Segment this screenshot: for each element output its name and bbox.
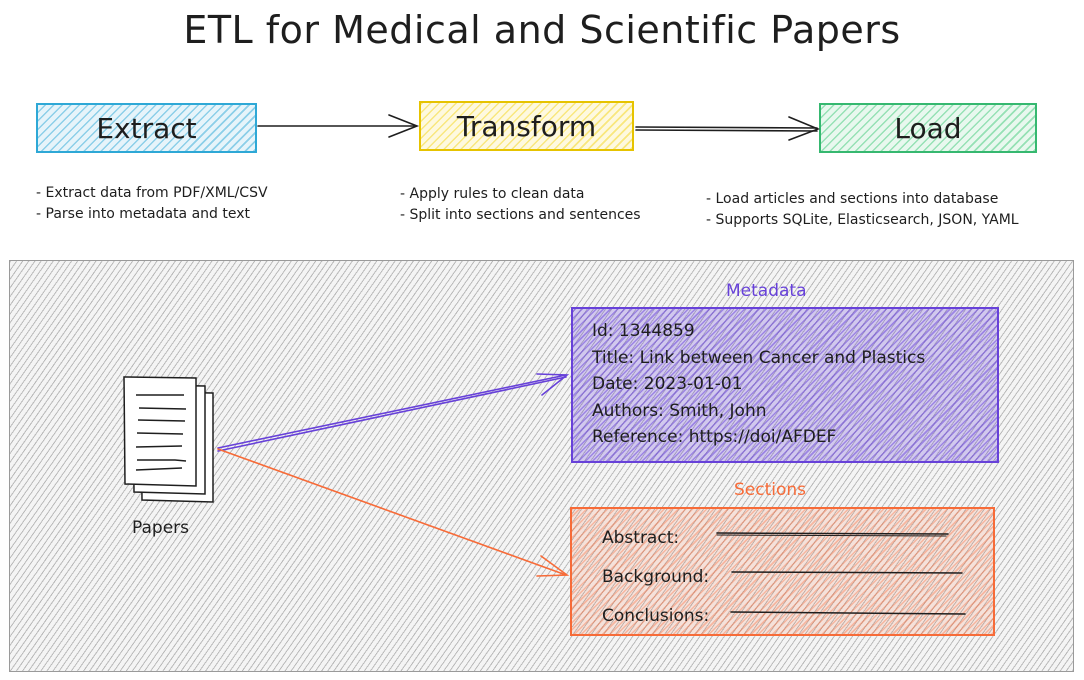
metadata-box: Id: 1344859 Title: Link between Cancer a… (571, 307, 999, 463)
metadata-authors: Authors: Smith, John (592, 400, 767, 421)
transform-bullets: - Apply rules to clean data - Split into… (400, 184, 641, 226)
metadata-id: Id: 1344859 (592, 321, 695, 341)
section-background: Background: (602, 567, 710, 587)
load-bullets: - Load articles and sections into databa… (706, 189, 1019, 231)
background-value-line (731, 571, 963, 574)
arrow-papers-to-sections (217, 448, 570, 577)
conclusions-value-line (730, 611, 966, 615)
extract-stage-box: Extract (36, 103, 257, 153)
extract-stage-label: Extract (96, 111, 197, 145)
section-conclusions: Conclusions: (602, 606, 710, 626)
load-stage-label: Load (894, 111, 962, 145)
metadata-date: Date: 2023-01-01 (592, 374, 743, 394)
papers-label: Papers (132, 518, 190, 538)
extract-bullet: - Extract data from PDF/XML/CSV (36, 185, 268, 201)
diagram-title: ETL for Medical and Scientific Papers (183, 8, 901, 52)
abstract-value-line (716, 532, 949, 535)
transform-stage-label: Transform (456, 109, 597, 143)
metadata-title: Title: Link between Cancer and Plastics (592, 347, 926, 368)
load-stage-box: Load (819, 103, 1037, 153)
metadata-label: Metadata (726, 281, 807, 301)
metadata-reference: Reference: https://doi/AFDEF (592, 427, 837, 447)
load-bullet: - Supports SQLite, Elasticsearch, JSON, … (706, 212, 1019, 228)
load-bullet: - Load articles and sections into databa… (706, 191, 999, 207)
extract-bullets: - Extract data from PDF/XML/CSV - Parse … (36, 183, 268, 225)
document-stack-icon (123, 376, 214, 503)
section-value-lines (716, 532, 966, 615)
section-abstract: Abstract: (602, 528, 680, 548)
transform-stage-box: Transform (419, 101, 634, 151)
arrow-extract-to-transform (257, 114, 420, 138)
extract-bullet: - Parse into metadata and text (36, 206, 250, 222)
sections-label: Sections (734, 480, 807, 500)
transform-bullet: - Apply rules to clean data (400, 186, 585, 202)
transform-bullet: - Split into sections and sentences (400, 207, 641, 223)
arrow-papers-to-metadata (217, 373, 570, 452)
arrow-transform-to-load (635, 116, 821, 141)
